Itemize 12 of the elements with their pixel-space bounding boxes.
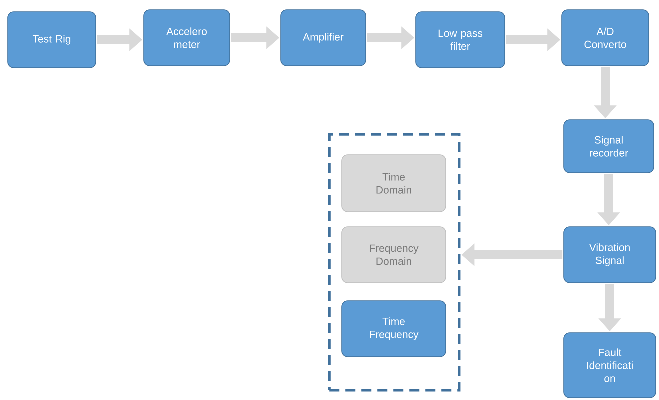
process-box: Amplifier	[280, 10, 366, 66]
process-box: A/D Converto	[562, 10, 650, 66]
process-box: Time Frequency	[342, 300, 446, 358]
dashed-group-box	[328, 133, 461, 392]
process-box: Vibration Signal	[564, 226, 656, 284]
process-box: Signal recorder	[564, 120, 654, 174]
process-box: Accelero meter	[144, 10, 230, 66]
process-box: Test Rig	[8, 12, 96, 68]
process-box: Time Domain	[342, 154, 446, 212]
process-box: Fault Identificati on	[564, 332, 656, 398]
process-box: Frequency Domain	[342, 226, 446, 284]
process-box: Low pass filter	[416, 12, 506, 68]
